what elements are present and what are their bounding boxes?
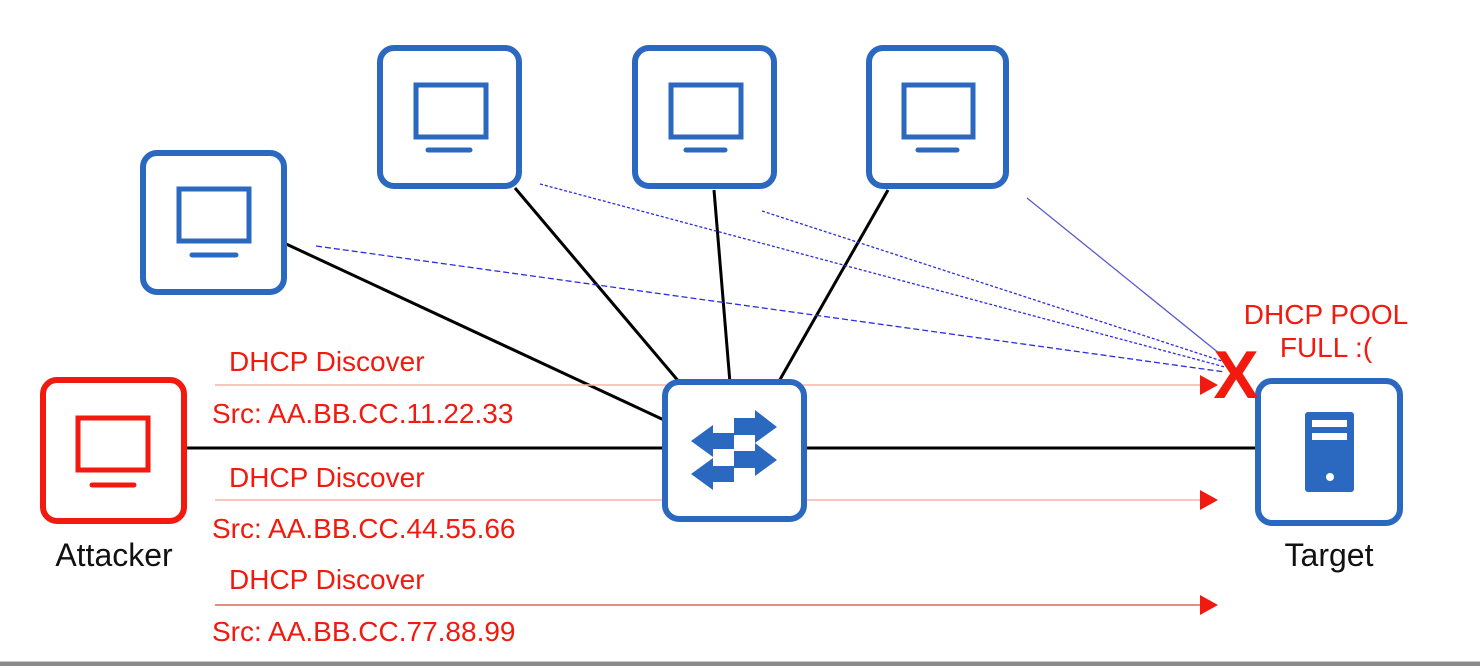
message-src-2: Src: AA.BB.CC.44.55.66	[212, 513, 516, 544]
broadcast-line-client3	[761, 210, 1226, 363]
pool-full-line2: FULL :(	[1280, 332, 1373, 363]
message-arrowhead-3	[1200, 595, 1218, 615]
message-arrowhead-1	[1200, 375, 1218, 395]
pool-full-x-icon: X	[1213, 337, 1258, 413]
link-client3-switch	[712, 189, 732, 384]
window-bottom-edge	[0, 661, 1480, 666]
computer-icon	[75, 415, 151, 488]
message-title-2: DHCP Discover	[229, 462, 425, 493]
switch-arrows-icon	[691, 410, 777, 490]
pool-full-line1: DHCP POOL	[1244, 299, 1408, 330]
network-switch[interactable]	[662, 379, 807, 522]
target-server[interactable]	[1255, 378, 1403, 526]
message-src-3: Src: AA.BB.CC.77.88.99	[212, 616, 516, 647]
target-label: Target	[1285, 537, 1374, 573]
message-title-3: DHCP Discover	[229, 564, 425, 595]
message-arrows	[215, 375, 1218, 615]
server-icon	[1305, 412, 1354, 492]
computer-icon	[413, 82, 489, 153]
client-computer-3[interactable]	[632, 45, 777, 189]
computer-icon	[901, 82, 976, 153]
message-src-1: Src: AA.BB.CC.11.22.33	[212, 398, 513, 429]
attacker-computer[interactable]	[40, 377, 187, 524]
link-client4-switch	[776, 189, 890, 384]
computer-icon	[668, 82, 744, 153]
network-links	[186, 187, 1258, 450]
broadcast-line-client1	[315, 245, 1226, 373]
message-arrowhead-2	[1200, 490, 1218, 510]
client-computer-4[interactable]	[866, 45, 1009, 189]
broadcast-line-client2	[539, 183, 1226, 368]
message-title-1: DHCP Discover	[229, 346, 425, 377]
attacker-label: Attacker	[55, 537, 173, 573]
link-client1-switch	[283, 241, 665, 422]
broadcast-line-client4	[1026, 197, 1226, 359]
client-computer-1[interactable]	[140, 150, 287, 295]
computer-icon	[176, 186, 252, 258]
broadcast-lines	[315, 183, 1226, 373]
client-computer-2[interactable]	[377, 45, 522, 189]
